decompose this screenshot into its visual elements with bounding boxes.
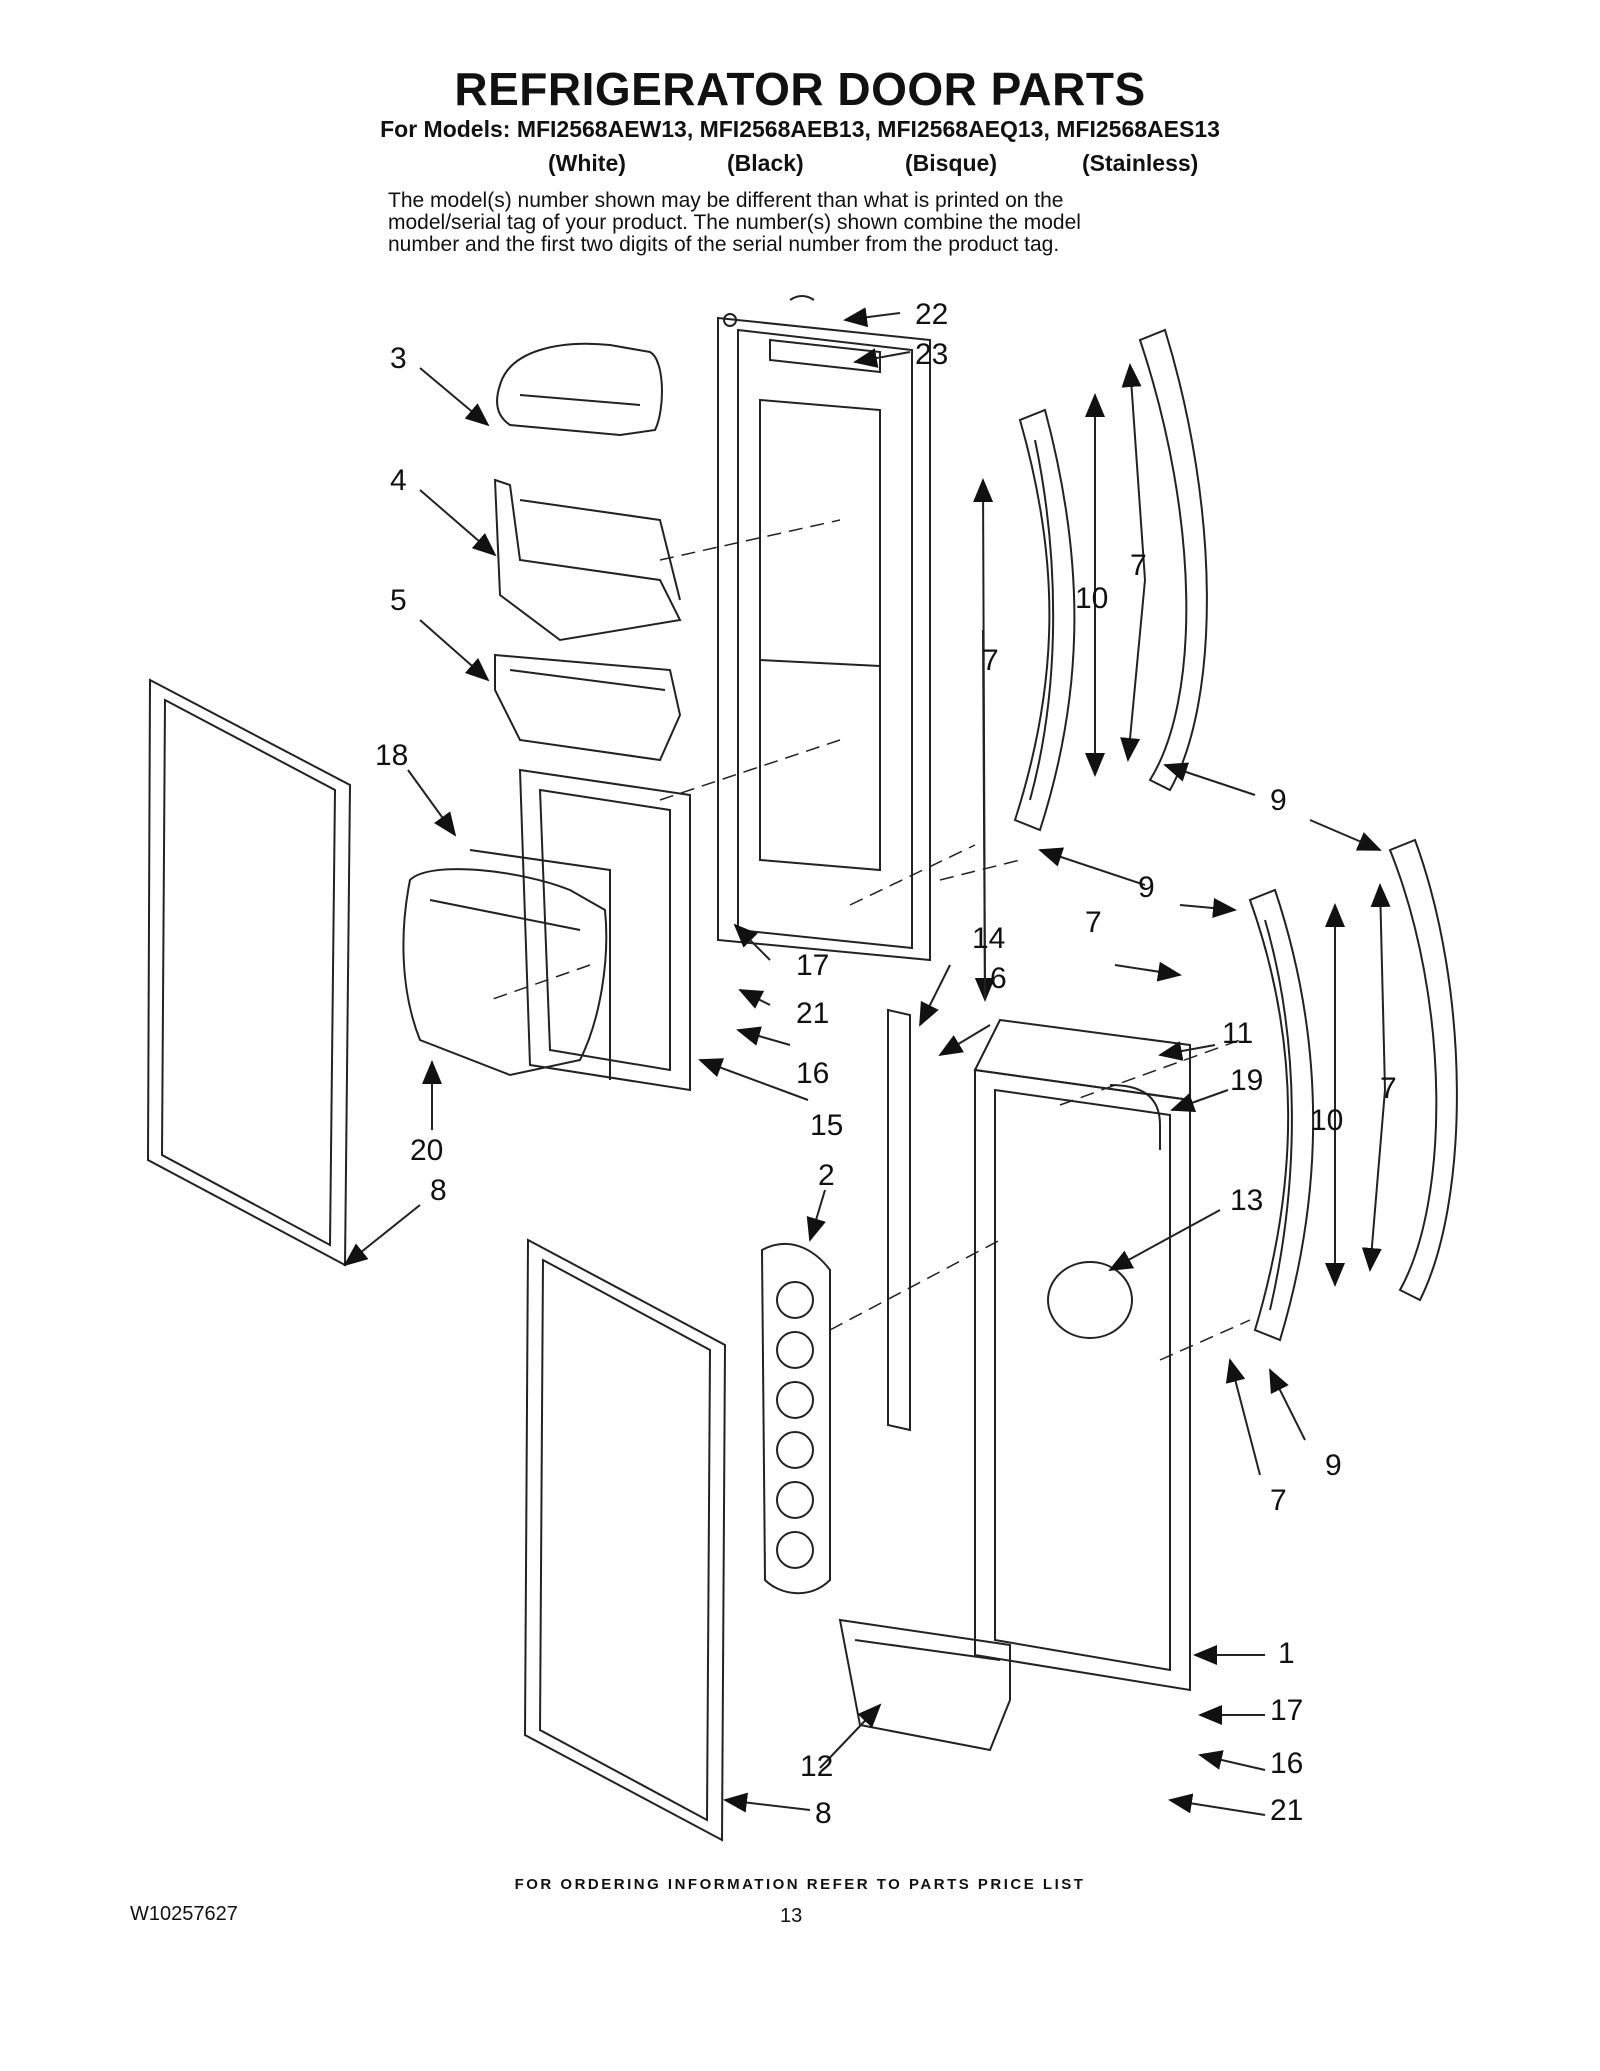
door-bin-lower bbox=[838, 1618, 1011, 1752]
callout-11: 11 bbox=[1222, 1017, 1253, 1050]
note-line: The model(s) number shown may be differe… bbox=[388, 189, 1064, 212]
door-trim bbox=[887, 1008, 911, 1432]
callout-15: 15 bbox=[810, 1109, 843, 1142]
callout-8: 8 bbox=[815, 1797, 832, 1830]
callout-4: 4 bbox=[390, 464, 407, 497]
callout-7: 7 bbox=[982, 644, 999, 677]
callout-17: 17 bbox=[1270, 1694, 1303, 1727]
callout-20: 20 bbox=[410, 1134, 443, 1167]
callout-9: 9 bbox=[1138, 871, 1155, 904]
callout-3: 3 bbox=[390, 342, 407, 375]
dispenser-housing bbox=[518, 768, 691, 1092]
callout-23: 23 bbox=[915, 338, 948, 371]
callout-9: 9 bbox=[1270, 784, 1287, 817]
door-gasket-upper bbox=[146, 678, 352, 1267]
callout-22: 22 bbox=[915, 298, 948, 331]
callout-14: 14 bbox=[972, 922, 1005, 955]
callout-2: 2 bbox=[818, 1159, 835, 1192]
upper-handle-front bbox=[1013, 408, 1076, 832]
water-tube bbox=[1109, 1084, 1161, 1150]
callout-1: 1 bbox=[1278, 1637, 1295, 1670]
model-number-note: The model(s) number shown may be differe… bbox=[388, 190, 1288, 256]
callout-6: 6 bbox=[990, 962, 1007, 995]
callout-10: 10 bbox=[1310, 1104, 1343, 1137]
dispenser-front-cover bbox=[402, 849, 611, 1080]
callout-8: 8 bbox=[430, 1174, 447, 1207]
callout-21: 21 bbox=[796, 997, 829, 1030]
color-white: (White) bbox=[548, 150, 626, 176]
door-gasket-lower bbox=[523, 1238, 727, 1842]
callout-labels: 22 23 3 4 5 18 20 8 7 10 7 9 9 7 14 6 17… bbox=[375, 298, 1397, 1830]
clip-part bbox=[789, 295, 815, 301]
callout-7: 7 bbox=[1130, 549, 1147, 582]
lower-handle-rear bbox=[1388, 838, 1458, 1302]
small-bin bbox=[494, 653, 682, 762]
callout-16: 16 bbox=[796, 1057, 829, 1090]
color-black: (Black) bbox=[727, 150, 804, 176]
dispenser-chute-seal bbox=[1047, 1261, 1133, 1339]
callout-5: 5 bbox=[390, 584, 407, 617]
ordering-footer: FOR ORDERING INFORMATION REFER TO PARTS … bbox=[514, 1876, 1086, 1893]
callout-18: 18 bbox=[375, 739, 408, 772]
note-line: model/serial tag of your product. The nu… bbox=[388, 211, 1081, 234]
note-line: number and the first two digits of the s… bbox=[388, 233, 1060, 256]
color-bisque: (Bisque) bbox=[905, 150, 997, 176]
callout-10: 10 bbox=[1075, 582, 1108, 615]
door-bin bbox=[493, 478, 682, 642]
callout-12: 12 bbox=[800, 1750, 833, 1783]
page-number: 13 bbox=[780, 1905, 803, 1927]
dispenser-cover bbox=[496, 342, 663, 437]
callout-7: 7 bbox=[1380, 1072, 1397, 1105]
lower-handle-front bbox=[1248, 888, 1315, 1342]
callout-7: 7 bbox=[1085, 906, 1102, 939]
document-number: W10257627 bbox=[130, 1903, 238, 1925]
can-rack bbox=[760, 1242, 831, 1595]
callout-19: 19 bbox=[1230, 1064, 1263, 1097]
callout-9: 9 bbox=[1325, 1449, 1342, 1482]
callout-13: 13 bbox=[1230, 1184, 1263, 1217]
upper-door-liner bbox=[717, 313, 931, 962]
upper-handle-rear bbox=[1138, 328, 1208, 792]
callout-16: 16 bbox=[1270, 1747, 1303, 1780]
page-title: REFRIGERATOR DOOR PARTS bbox=[454, 63, 1146, 115]
color-stainless: (Stainless) bbox=[1082, 150, 1199, 176]
callout-21: 21 bbox=[1270, 1794, 1303, 1827]
models-line: For Models: MFI2568AEW13, MFI2568AEB13, … bbox=[380, 116, 1220, 142]
callout-7: 7 bbox=[1270, 1484, 1287, 1517]
callout-17: 17 bbox=[796, 949, 829, 982]
lower-door bbox=[973, 1018, 1191, 1692]
